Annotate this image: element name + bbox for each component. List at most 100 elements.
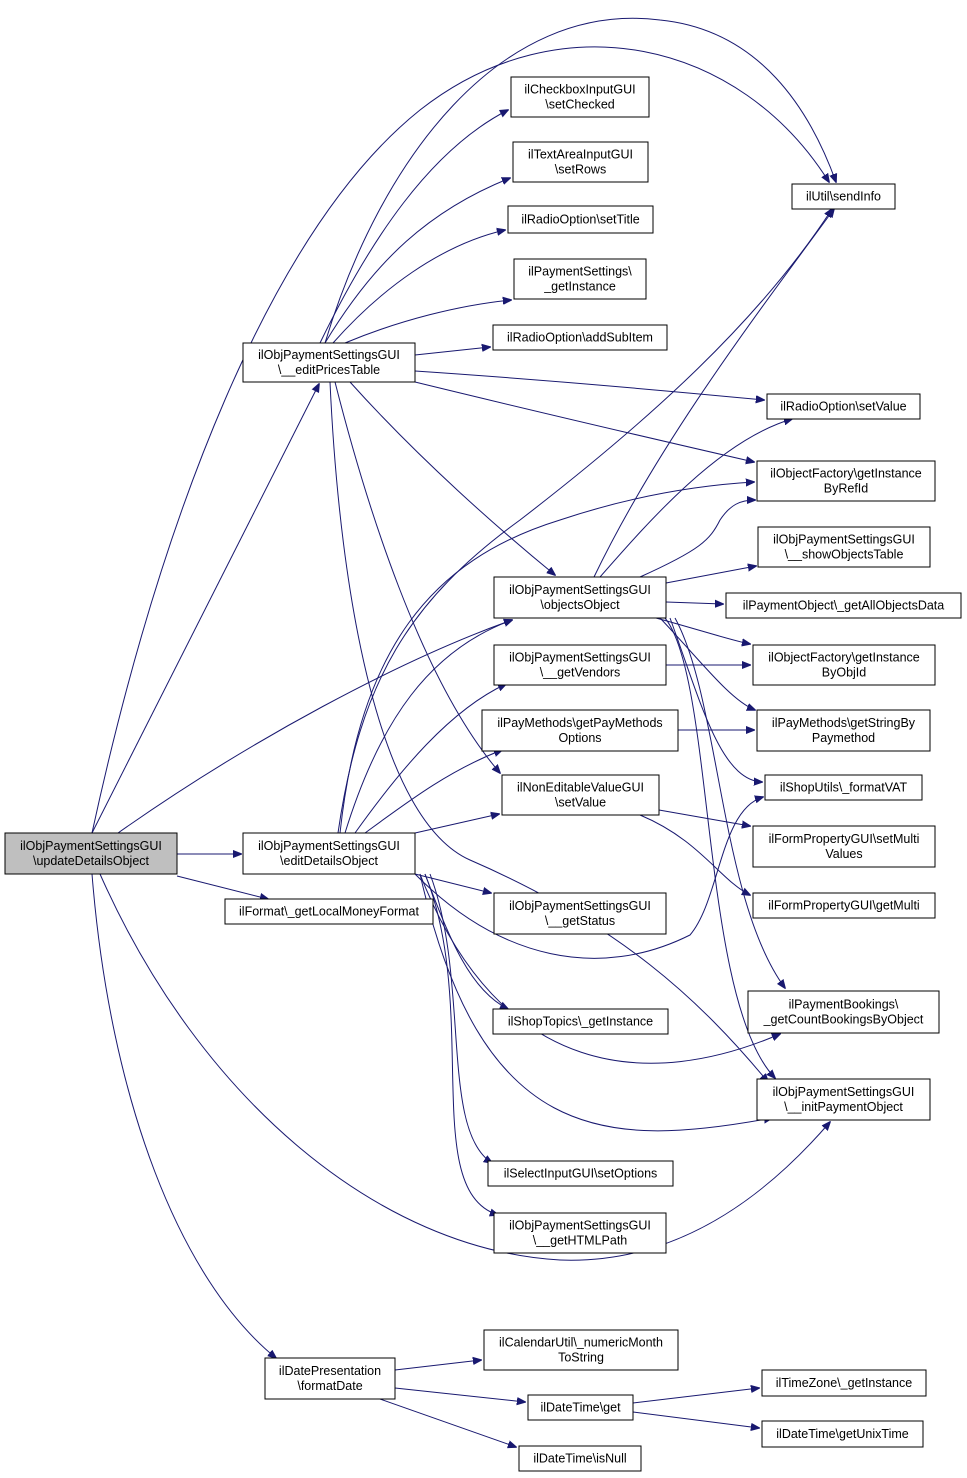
- edge-editPricesTable-to-sendInfo: [324, 17, 836, 344]
- node-label-line: \editDetailsObject: [280, 854, 378, 868]
- node-label-line: ilPaymentObject\_getAllObjectsData: [743, 599, 945, 613]
- node-label-line: ilDatePresentation: [279, 1364, 381, 1378]
- node-getStatus[interactable]: ilObjPaymentSettingsGUI\__getStatus: [493, 892, 667, 935]
- node-label-line: ilObjPaymentSettingsGUI: [20, 839, 162, 853]
- node-editPricesTable[interactable]: ilObjPaymentSettingsGUI\__editPricesTabl…: [242, 342, 416, 383]
- node-label-line: _getCountBookingsByObject: [763, 1013, 924, 1027]
- node-label-line: ByObjId: [822, 666, 867, 680]
- node-label-line: ilDateTime\get: [540, 1401, 621, 1415]
- edge-editPricesTable-to-byRefId: [414, 381, 754, 462]
- node-box: [487, 1160, 674, 1187]
- node-setRows[interactable]: ilTextAreaInputGUI\setRows: [512, 141, 649, 183]
- node-label-line: \setChecked: [545, 98, 615, 112]
- node-label-line: Paymethod: [812, 731, 875, 745]
- node-label-line: ilCalendarUtil\_numericMonth: [499, 1336, 663, 1350]
- node-getLocalMoneyFormat[interactable]: ilFormat\_getLocalMoneyFormat: [224, 898, 434, 925]
- node-getVendors[interactable]: ilObjPaymentSettingsGUI\__getVendors: [493, 644, 667, 686]
- node-label-line: \__initPaymentObject: [784, 1100, 903, 1114]
- edge-editDetailsObject-to-getHTMLPath: [424, 873, 498, 1215]
- node-label-line: Options: [558, 731, 601, 745]
- edge-formatDate-to-dtIsNull: [379, 1398, 516, 1447]
- node-box: [747, 990, 940, 1034]
- node-formatDate[interactable]: ilDatePresentation\formatDate: [264, 1357, 396, 1400]
- node-roSetValue[interactable]: ilRadioOption\setValue: [766, 393, 921, 420]
- node-label-line: ilObjPaymentSettingsGUI: [773, 1085, 915, 1099]
- node-nevSetValue[interactable]: ilNonEditableValueGUI\setValue: [501, 774, 660, 816]
- node-initPaymentObject[interactable]: ilObjPaymentSettingsGUI\__initPaymentObj…: [756, 1078, 931, 1121]
- node-sendInfo[interactable]: ilUtil\sendInfo: [791, 183, 896, 210]
- node-getHTMLPath[interactable]: ilObjPaymentSettingsGUI\__getHTMLPath: [493, 1212, 667, 1254]
- node-label-line: ilPayMethods\getStringBy: [772, 716, 916, 730]
- node-dtIsNull[interactable]: ilDateTime\isNull: [518, 1445, 642, 1472]
- node-label-line: ilTimeZone\_getInstance: [776, 1376, 912, 1390]
- edge-editPricesTable-to-setTitle: [332, 230, 505, 344]
- node-box: [483, 1329, 679, 1371]
- node-countBookings[interactable]: ilPaymentBookings\_getCountBookingsByObj…: [747, 990, 940, 1034]
- node-box: [761, 1369, 927, 1397]
- edge-objectsObject-to-byObjId: [655, 617, 750, 644]
- node-box: [725, 592, 962, 619]
- edge-editPricesTable-to-roSetValue: [414, 370, 764, 400]
- node-box: [513, 258, 647, 300]
- node-setChecked[interactable]: ilCheckboxInputGUI\setChecked: [510, 76, 650, 118]
- node-shopTopics[interactable]: ilShopTopics\_getInstance: [492, 1008, 669, 1035]
- node-objectsObject[interactable]: ilObjPaymentSettingsGUI\objectsObject: [493, 576, 667, 619]
- edge-dtGet-to-getUnixTime: [632, 1411, 759, 1428]
- node-getAllObjectsData[interactable]: ilPaymentObject\_getAllObjectsData: [725, 592, 962, 619]
- node-label-line: \updateDetailsObject: [33, 854, 150, 868]
- node-box: [481, 709, 679, 752]
- edge-objectsObject-to-getAllObjectsData: [665, 602, 723, 604]
- node-box: [492, 324, 668, 351]
- node-dtGet[interactable]: ilDateTime\get: [527, 1394, 634, 1421]
- node-psGetInstance[interactable]: ilPaymentSettings\_getInstance: [513, 258, 647, 300]
- node-box: [766, 393, 921, 420]
- node-getUnixTime[interactable]: ilDateTime\getUnixTime: [761, 1420, 924, 1448]
- node-box: [510, 76, 650, 118]
- edge-editPricesTable-to-initPaymentObject: [329, 381, 768, 1082]
- edge-editPricesTable-to-psGetInstance: [344, 300, 511, 344]
- node-box: [492, 1008, 669, 1035]
- node-label-line: ilObjPaymentSettingsGUI: [509, 899, 651, 913]
- node-label-line: \formatDate: [297, 1379, 362, 1393]
- node-box: [756, 709, 931, 752]
- edge-nevSetValue-to-setMultiValues: [658, 809, 750, 826]
- edge-editDetailsObject-to-shopTopics: [424, 873, 508, 1009]
- node-box: [264, 1357, 396, 1400]
- node-box: [493, 892, 667, 935]
- node-label-line: ilSelectInputGUI\setOptions: [504, 1167, 658, 1181]
- node-root[interactable]: ilObjPaymentSettingsGUI\updateDetailsObj…: [4, 832, 178, 875]
- edge-editDetailsObject-to-getVendors: [354, 684, 506, 834]
- edge-root-to-sendInfo: [91, 46, 829, 834]
- node-label-line: Values: [825, 847, 862, 861]
- edge-nevSetValue-to-getMulti: [639, 814, 750, 895]
- node-setTitle[interactable]: ilRadioOption\setTitle: [507, 205, 654, 234]
- node-addSubItem[interactable]: ilRadioOption\addSubItem: [492, 324, 668, 351]
- edge-editDetailsObject-to-setOptions: [429, 873, 492, 1163]
- node-formatVAT[interactable]: ilShopUtils\_formatVAT: [764, 774, 923, 801]
- edges-layer: [91, 17, 836, 1447]
- node-tzGetInstance[interactable]: ilTimeZone\_getInstance: [761, 1369, 927, 1397]
- node-box: [756, 460, 936, 502]
- node-box: [493, 576, 667, 619]
- edge-dtGet-to-tzGetInstance: [632, 1388, 759, 1404]
- nodes-layer: ilObjPaymentSettingsGUI\updateDetailsObj…: [4, 76, 962, 1472]
- node-showObjectsTable[interactable]: ilObjPaymentSettingsGUI\__showObjectsTab…: [757, 526, 931, 568]
- edge-editPricesTable-to-objectsObject: [349, 381, 555, 575]
- node-label-line: ilObjPaymentSettingsGUI: [258, 348, 400, 362]
- node-label-line: ToString: [558, 1351, 604, 1365]
- edge-objectsObject-to-sendInfo: [593, 209, 834, 578]
- node-box: [242, 342, 416, 383]
- node-setOptions[interactable]: ilSelectInputGUI\setOptions: [487, 1160, 674, 1187]
- node-getMulti[interactable]: ilFormPropertyGUI\getMulti: [752, 892, 936, 919]
- node-label-line: ilObjPaymentSettingsGUI: [773, 533, 915, 547]
- edge-editPricesTable-to-setRows: [324, 178, 510, 344]
- node-label-line: ilDateTime\isNull: [533, 1452, 626, 1466]
- node-label-line: \__showObjectsTable: [785, 548, 904, 562]
- node-editDetailsObject[interactable]: ilObjPaymentSettingsGUI\editDetailsObjec…: [242, 832, 416, 875]
